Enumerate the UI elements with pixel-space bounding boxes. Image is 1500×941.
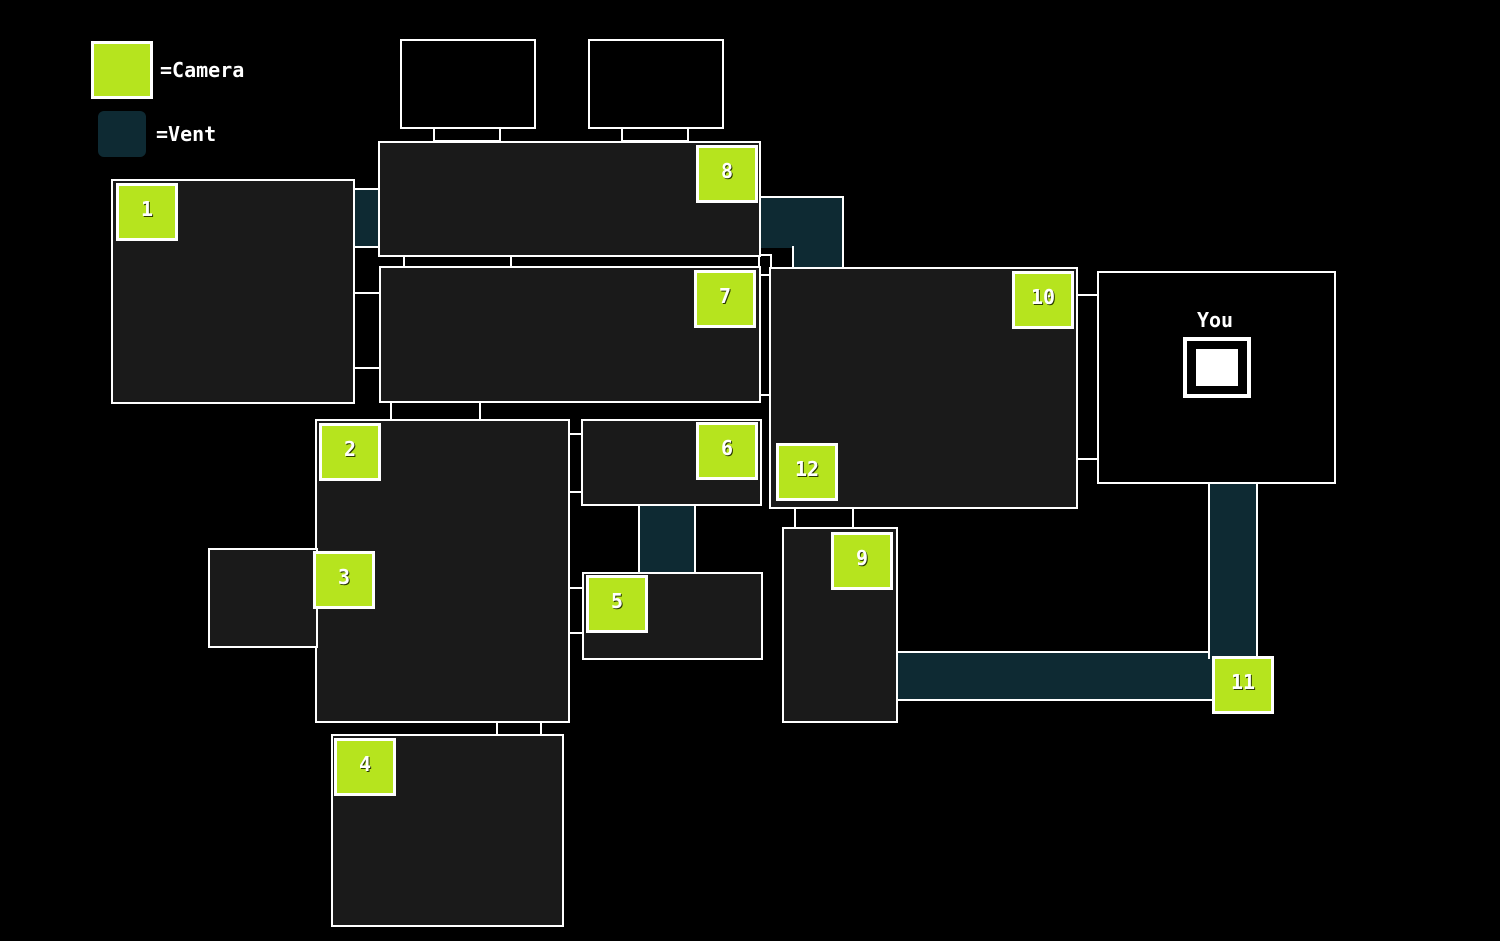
player-marker-fill: [1196, 349, 1238, 386]
connector-top-left: [433, 127, 501, 142]
legend-camera-label: =Camera: [160, 58, 245, 82]
camera-button-3[interactable]: 3: [313, 551, 375, 609]
vent-office-11: [1208, 481, 1258, 659]
vent-8-10-down: [792, 246, 844, 270]
camera-button-4[interactable]: 4: [334, 738, 396, 796]
camera-button-2[interactable]: 2: [319, 423, 381, 481]
camera-button-12[interactable]: 12: [776, 443, 838, 501]
camera-button-5[interactable]: 5: [586, 575, 648, 633]
legend-vent-label: =Vent: [156, 122, 217, 146]
camera-button-1[interactable]: 1: [116, 183, 178, 241]
camera-button-9[interactable]: 9: [831, 532, 893, 590]
room-top-left-blank: [400, 39, 536, 129]
you-label: You: [1196, 308, 1234, 332]
legend-vent-swatch: [98, 111, 146, 157]
room-3: [208, 548, 318, 648]
legend-camera-swatch: [91, 41, 153, 99]
vent-8-10-top: [758, 196, 844, 248]
camera-button-8[interactable]: 8: [696, 145, 758, 203]
camera-button-11[interactable]: 11: [1212, 656, 1274, 714]
room-top-right-blank: [588, 39, 724, 129]
vent-9-11: [894, 651, 1216, 701]
camera-button-6[interactable]: 6: [696, 422, 758, 480]
vent-6-5: [638, 502, 696, 576]
player-marker-icon: [1183, 337, 1251, 398]
camera-button-10[interactable]: 10: [1012, 271, 1074, 329]
connector-1-7: [352, 292, 382, 369]
room-7: [379, 266, 761, 403]
connector-top-right: [621, 127, 689, 142]
camera-button-7[interactable]: 7: [694, 270, 756, 328]
